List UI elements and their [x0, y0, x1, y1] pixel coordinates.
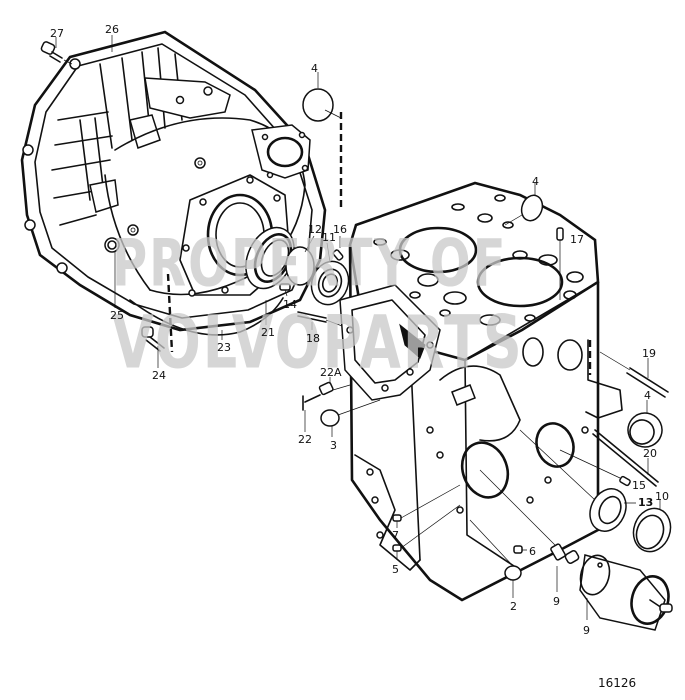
callout-9: 9 — [583, 624, 590, 637]
callout-22a: 22A — [320, 366, 342, 379]
disc-12 — [285, 246, 315, 286]
callout-22: 22 — [298, 433, 312, 446]
callout-21: 21 — [261, 326, 275, 339]
callout-18: 18 — [306, 332, 320, 345]
pipe-fitting-9 — [479, 469, 580, 592]
ring-10 — [632, 500, 672, 553]
callout-19: 19 — [642, 347, 656, 360]
callout-27: 27 — [50, 27, 64, 40]
bolt-27 — [40, 37, 73, 65]
pin-15 — [619, 475, 631, 487]
callout-17: 17 — [570, 233, 584, 246]
gear-housing-block — [339, 181, 623, 602]
callout-3: 3 — [330, 439, 337, 452]
plug-7 — [392, 514, 402, 522]
callout-23: 23 — [217, 341, 231, 354]
drain-cock-22 — [302, 394, 321, 432]
sleeve-3 — [320, 399, 381, 437]
stud-19 — [599, 351, 669, 398]
pin-14 — [279, 283, 291, 291]
callout-12: 12 — [308, 223, 322, 236]
callout-4: 4 — [532, 175, 539, 188]
callout-20: 20 — [643, 447, 657, 460]
callout-26: 26 — [105, 23, 119, 36]
callout-16: 16 — [333, 223, 347, 236]
callout-7: 7 — [392, 529, 399, 542]
callout-9: 9 — [553, 595, 560, 608]
pump-assembly-9 — [579, 554, 673, 631]
cover-plug-4-right-top — [520, 194, 544, 222]
callout-24: 24 — [152, 369, 166, 382]
bolt-24 — [141, 326, 165, 368]
ring-4-right — [627, 400, 663, 448]
callout-13: 13 — [638, 496, 654, 509]
cover-plug-4-top — [302, 72, 342, 122]
callout-6: 6 — [529, 545, 536, 558]
plug-5 — [392, 544, 402, 552]
pin-16 — [332, 249, 344, 261]
callout-2: 2 — [510, 600, 517, 613]
callout-15: 15 — [632, 479, 646, 492]
callout-14: 14 — [283, 298, 297, 311]
plug-6 — [513, 545, 523, 554]
callout-4: 4 — [311, 62, 318, 75]
callout-25: 25 — [110, 309, 124, 322]
nipple-22A — [318, 377, 351, 396]
long-stud-20 — [592, 429, 659, 487]
figure-number: 16126 — [598, 676, 637, 690]
callout-5: 5 — [392, 563, 399, 576]
plug-2 — [504, 565, 522, 598]
bearing-11 — [310, 260, 350, 306]
bearing-13 — [519, 429, 636, 532]
callout-10: 10 — [655, 490, 669, 503]
callout-11: 11 — [322, 231, 336, 244]
callout-4: 4 — [644, 389, 651, 402]
dowel-17 — [556, 227, 564, 241]
